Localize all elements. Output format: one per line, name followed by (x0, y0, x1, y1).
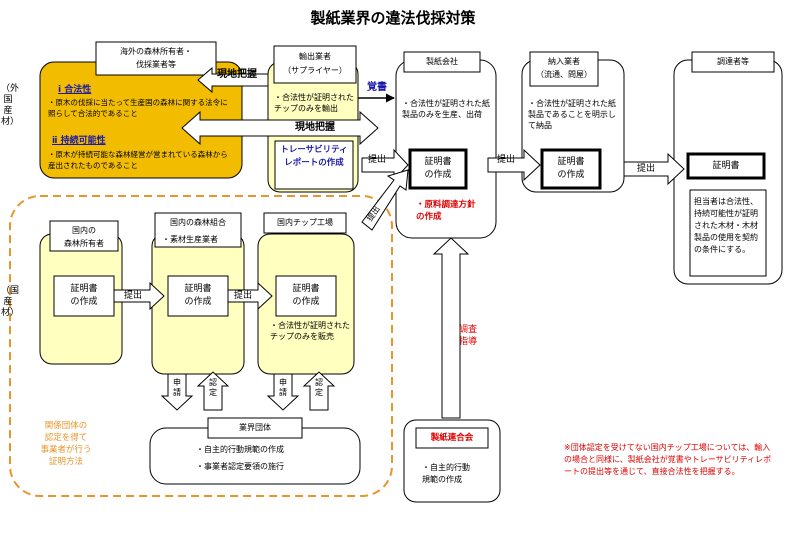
domestic-group-outline (9, 195, 393, 497)
page-title: 製紙業界の違法伐採対策 (310, 9, 476, 27)
apply-arrow-cooperative (160, 373, 194, 411)
paper-company-certificate: 証明書 の作成 (424, 157, 452, 180)
onsite-label-upper: 現地把握 (217, 69, 257, 80)
foreign-owner-header-box (95, 41, 217, 76)
federation-text: ・自主的行動 規範の作成 (422, 463, 470, 484)
domestic-owner-certificate: 証明書 の作成 (70, 284, 98, 307)
chip-factory-header: 国内チップ工場 (277, 218, 333, 227)
exporter-header-box (273, 45, 357, 84)
domestic-side-label: （国産材） (1, 286, 20, 318)
approve-arrow-cooperative (196, 371, 230, 411)
submit-label-exporter: 提出 (367, 155, 386, 165)
submit-label-owner: 提出 (123, 291, 142, 301)
apply-label-chip: 申請 (279, 378, 287, 397)
apply-label-cooperative: 申請 (173, 378, 181, 397)
cooperative-certificate-box (167, 275, 229, 317)
submit-arrow-cooperative (227, 281, 273, 311)
chip-factory-header-box (263, 212, 347, 234)
paper-company-header: 製紙会社 (426, 57, 458, 66)
procurer-header-box (691, 51, 775, 73)
cooperative-certificate: 証明書 の作成 (184, 284, 212, 307)
onsite-arrow-lower (181, 110, 379, 146)
cooperative-sub: ・素材生産業者 (162, 235, 218, 244)
sustainability-text: ・原木が持続可能な森林経営が営まれている森林から産出されたものであること (48, 150, 228, 170)
legality-text: ・原木の伐採に当たって生産国の森林に関する法令に照らして合法的であること (48, 98, 228, 118)
procurer-certificate-box (686, 152, 766, 180)
procurer-header: 調達者等 (717, 57, 749, 66)
industry-group-item1: ・自主的行動規範の作成 (196, 445, 284, 454)
industry-group-header-box (207, 417, 303, 439)
traceability-report: トレーサビリティレポートの作成 (280, 145, 348, 168)
legality-title: ⅰ 合法性 (58, 85, 92, 95)
paper-company-text: ・合法性が証明された紙製品のみを生産、出荷 (402, 99, 490, 119)
submit-label-cooperative: 提出 (233, 291, 252, 301)
approve-arrow-chip (302, 371, 336, 411)
exporter-header: 輸出業者 （サプライヤー） (283, 52, 347, 75)
chip-factory-text: ・合法性が証明されたチップのみを販売 (270, 321, 350, 341)
submit-arrow-supplier (623, 152, 685, 186)
supplier-header-box (529, 51, 599, 87)
supplier-header: 納入業者 （流通、問屋） (536, 57, 592, 79)
foreign-side-label: （外国産材） (1, 84, 20, 127)
chip-factory-certificate: 証明書 の作成 (292, 284, 320, 307)
submit-arrow-chip (361, 169, 409, 231)
paper-company-certificate-box (408, 148, 468, 190)
federation-header-box (415, 427, 489, 449)
federation-header: 製紙連合会 (430, 433, 474, 443)
exporter-text: ・合法性が証明されたチップのみを輸出 (274, 93, 354, 113)
approve-label-chip: 認定 (315, 378, 323, 397)
memo-label: 覚書 (367, 82, 387, 93)
traceability-report-box (274, 140, 354, 190)
submit-arrow-owner (113, 281, 165, 311)
paper-company-header-box (403, 51, 481, 73)
audit-label: 調査 指導 (458, 325, 477, 347)
industry-group-header: 業界団体 (239, 423, 271, 432)
procurer-text-box (689, 189, 767, 277)
cooperative-header: 国内の森林組合 (170, 218, 226, 227)
submit-label-paper: 提出 (496, 155, 515, 165)
submit-arrow-paper (487, 148, 541, 182)
supplier-certificate: 証明書 の作成 (557, 157, 585, 180)
foreign-owner-header: 海外の森林所有者・ 伐採業者等 (120, 47, 192, 69)
footnote: ※団体認定を受けてない国内チップ工場については、輸入の場合と同様に、製紙会社が覚… (564, 443, 772, 476)
procurement-policy: ・原料調達方針 の作成 (416, 200, 476, 222)
domestic-owner-header-box (49, 220, 119, 252)
onsite-label-lower: 現地把握 (295, 122, 335, 133)
domestic-owner-header: 国内の 森林所有者 (64, 226, 104, 248)
cooperative-header-box (154, 212, 242, 248)
domestic-owner-certificate-box (53, 275, 115, 317)
apply-arrow-chip (266, 373, 300, 411)
industry-group-item2: ・事業者認定要領の施行 (196, 462, 284, 471)
chip-factory-certificate-box (275, 275, 337, 317)
sustainability-title: ⅱ 持続可能性 (52, 136, 106, 146)
approve-label-cooperative: 認定 (209, 378, 217, 397)
onsite-arrow-upper (197, 66, 269, 94)
submit-label-supplier: 提出 (636, 164, 655, 174)
audit-arrow (432, 237, 470, 419)
supplier-text: ・合法性が証明された紙製品であることを明示して納品 (528, 99, 616, 130)
procurer-certificate: 証明書 (712, 161, 740, 171)
supplier-certificate-box (540, 148, 602, 190)
group-method-label: 関係団体の 認定を得て 事業者が行う 証明方法 (40, 421, 92, 467)
procurer-text: 担当者は合法性、持続可能性が証明された木材・木材製品の使用を契約の条件にする。 (694, 197, 758, 254)
